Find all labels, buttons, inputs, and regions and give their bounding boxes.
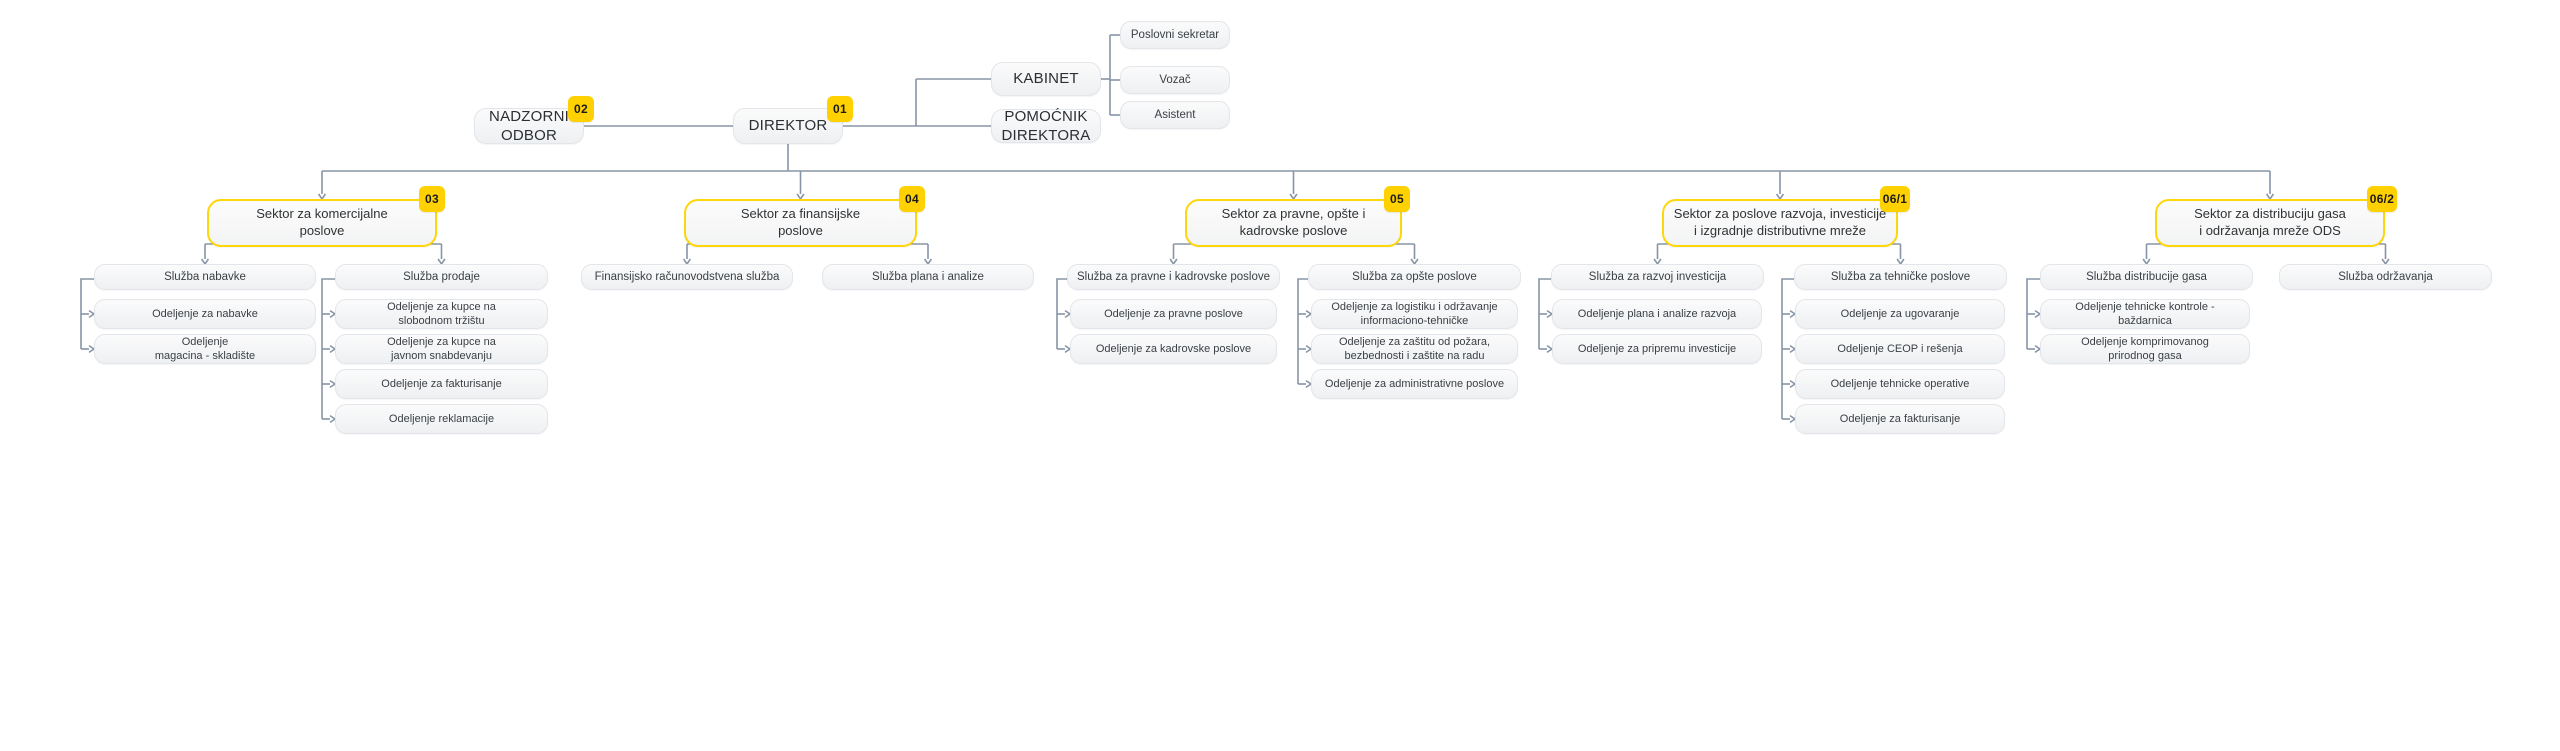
node-kabinet-child-2[interactable]: Asistent <box>1120 101 1230 129</box>
node-sector-4[interactable]: Sektor za distribuciju gasa i održavanja… <box>2155 199 2385 247</box>
node-service-2-0[interactable]: Služba za pravne i kadrovske poslove <box>1067 264 1280 290</box>
badge-sector-0: 03 <box>419 186 445 212</box>
node-label: Odeljenje reklamacije <box>388 412 495 425</box>
badge-sector-2: 05 <box>1384 186 1410 212</box>
node-label: Sektor za distribuciju gasa i održavanja… <box>2194 206 2346 238</box>
node-dept-4-0-0[interactable]: Odeljenje tehnicke kontrole - baždarnica <box>2040 299 2250 329</box>
node-label: Odeljenje magacina - skladište <box>154 335 256 362</box>
node-dept-2-0-0[interactable]: Odeljenje za pravne poslove <box>1070 299 1277 329</box>
node-service-4-1[interactable]: Služba održavanja <box>2279 264 2492 290</box>
node-kabinet[interactable]: KABINET <box>991 62 1101 96</box>
node-label: Sektor za finansijske poslove <box>740 206 861 238</box>
node-dept-0-0-0[interactable]: Odeljenje za nabavke <box>94 299 316 329</box>
node-label: Odeljenje plana i analize razvoja <box>1577 307 1737 320</box>
node-label: Odeljenje za ugovaranje <box>1840 307 1960 320</box>
node-label: Odeljenje CEOP i rešenja <box>1837 342 1963 355</box>
node-label: Odeljenje za kupce na javnom snabdevanju <box>387 335 496 362</box>
node-kabinet-child-1[interactable]: Vozač <box>1120 66 1230 94</box>
node-dept-2-1-2[interactable]: Odeljenje za administrativne poslove <box>1311 369 1518 399</box>
node-label: Asistent <box>1154 108 1196 121</box>
node-label: Odeljenje za pripremu investicije <box>1577 342 1737 355</box>
node-service-0-0[interactable]: Služba nabavke <box>94 264 316 290</box>
badge-02: 02 <box>568 96 594 122</box>
node-service-3-0[interactable]: Služba za razvoj investicija <box>1551 264 1764 290</box>
node-direktor[interactable]: DIREKTOR <box>733 108 843 144</box>
node-dept-3-0-0[interactable]: Odeljenje plana i analize razvoja <box>1552 299 1762 329</box>
node-label: Služba za razvoj investicija <box>1588 270 1727 283</box>
node-label: NADZORNI ODBOR <box>489 107 569 144</box>
badge-01: 01 <box>827 96 853 122</box>
node-dept-3-1-2[interactable]: Odeljenje tehnicke operative <box>1795 369 2005 399</box>
node-label: Odeljenje za administrativne poslove <box>1324 377 1505 390</box>
node-dept-3-0-1[interactable]: Odeljenje za pripremu investicije <box>1552 334 1762 364</box>
node-label: Služba nabavke <box>164 270 246 283</box>
node-dept-3-1-1[interactable]: Odeljenje CEOP i rešenja <box>1795 334 2005 364</box>
node-label: Sektor za poslove razvoja, investicije i… <box>1673 206 1887 238</box>
node-label: Odeljenje tehnicke operative <box>1830 377 1970 390</box>
node-label: KABINET <box>1013 70 1079 88</box>
node-kabinet-child-0[interactable]: Poslovni sekretar <box>1120 21 1230 49</box>
node-label: Sektor za komercijalne poslove <box>256 206 388 238</box>
node-label: Finansijsko računovodstvena služba <box>594 270 780 283</box>
node-dept-3-1-3[interactable]: Odeljenje za fakturisanje <box>1795 404 2005 434</box>
node-label: Poslovni sekretar <box>1130 28 1220 41</box>
node-label: DIREKTOR <box>748 117 828 135</box>
node-label: Odeljenje za zaštitu od požara, bezbedno… <box>1338 335 1491 362</box>
node-label: Odeljenje za nabavke <box>152 307 258 320</box>
node-dept-0-1-3[interactable]: Odeljenje reklamacije <box>335 404 548 434</box>
node-label: Služba prodaje <box>403 270 480 283</box>
badge-sector-3: 06/1 <box>1880 186 1910 212</box>
badge-sector-4: 06/2 <box>2367 186 2397 212</box>
node-dept-0-1-1[interactable]: Odeljenje za kupce na javnom snabdevanju <box>335 334 548 364</box>
node-dept-0-0-1[interactable]: Odeljenje magacina - skladište <box>94 334 316 364</box>
node-nadzorni-odbor[interactable]: NADZORNI ODBOR <box>474 108 584 144</box>
node-service-0-1[interactable]: Služba prodaje <box>335 264 548 290</box>
node-dept-2-1-1[interactable]: Odeljenje za zaštitu od požara, bezbedno… <box>1311 334 1518 364</box>
node-dept-4-0-1[interactable]: Odeljenje komprimovanog prirodnog gasa <box>2040 334 2250 364</box>
node-label: Služba održavanja <box>2338 270 2433 283</box>
node-label: Odeljenje tehnicke kontrole - baždarnica <box>2075 300 2215 327</box>
node-sector-0[interactable]: Sektor za komercijalne poslove <box>207 199 437 247</box>
node-label: Sektor za pravne, opšte i kadrovske posl… <box>1221 206 1366 238</box>
node-dept-2-1-0[interactable]: Odeljenje za logistiku i održavanje info… <box>1311 299 1518 329</box>
node-label: Vozač <box>1159 73 1191 86</box>
node-label: Služba distribucije gasa <box>2086 270 2207 283</box>
node-label: Odeljenje za fakturisanje <box>1839 412 1961 425</box>
node-dept-0-1-0[interactable]: Odeljenje za kupce na slobodnom tržištu <box>335 299 548 329</box>
node-dept-2-0-1[interactable]: Odeljenje za kadrovske poslove <box>1070 334 1277 364</box>
node-sector-3[interactable]: Sektor za poslove razvoja, investicije i… <box>1662 199 1898 247</box>
node-label: Služba za pravne i kadrovske poslove <box>1076 270 1271 283</box>
node-label: Služba plana i analize <box>872 270 984 283</box>
node-label: Odeljenje za logistiku i održavanje info… <box>1331 300 1498 327</box>
node-label: Služba za tehničke poslove <box>1830 270 1971 283</box>
node-sector-1[interactable]: Sektor za finansijske poslove <box>684 199 917 247</box>
node-pomocnik-direktora[interactable]: POMOĆNIK DIREKTORA <box>991 107 1101 144</box>
node-service-1-0[interactable]: Finansijsko računovodstvena služba <box>581 264 793 290</box>
node-service-3-1[interactable]: Služba za tehničke poslove <box>1794 264 2007 290</box>
node-label: Odeljenje za pravne poslove <box>1104 307 1243 320</box>
node-label: Odeljenje komprimovanog prirodnog gasa <box>2081 335 2209 362</box>
node-dept-3-1-0[interactable]: Odeljenje za ugovaranje <box>1795 299 2005 329</box>
badge-sector-1: 04 <box>899 186 925 212</box>
node-label: Odeljenje za kupce na slobodnom tržištu <box>387 300 496 327</box>
node-label: POMOĆNIK DIREKTORA <box>1001 107 1091 144</box>
node-service-4-0[interactable]: Služba distribucije gasa <box>2040 264 2253 290</box>
node-label: Odeljenje za fakturisanje <box>381 377 502 390</box>
node-dept-0-1-2[interactable]: Odeljenje za fakturisanje <box>335 369 548 399</box>
node-service-1-1[interactable]: Služba plana i analize <box>822 264 1034 290</box>
node-label: Služba za opšte poslove <box>1352 270 1477 283</box>
node-label: Odeljenje za kadrovske poslove <box>1095 342 1252 355</box>
node-service-2-1[interactable]: Služba za opšte poslove <box>1308 264 1521 290</box>
node-sector-2[interactable]: Sektor za pravne, opšte i kadrovske posl… <box>1185 199 1402 247</box>
